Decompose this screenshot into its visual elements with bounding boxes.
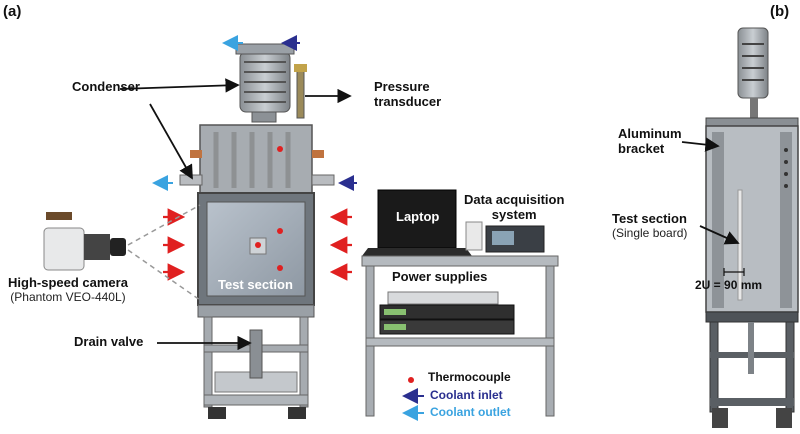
aluminum-line1: Aluminum [618,126,682,141]
daq-line2: system [491,206,537,222]
aluminum-line2: bracket [618,140,665,156]
daq-label: Data acquisition system [464,192,565,223]
camera-label: High-speed camera (Phantom VEO-440L) [8,275,128,305]
dimension-label: 2U = 90 mm [695,278,763,292]
camera-line1: High-speed camera [8,275,128,290]
legend-thermocouple: Thermocouple [428,370,511,384]
daq-line1: Data acquisition [464,192,565,207]
side-view-rig [705,27,799,428]
equipment-table [361,189,559,417]
pressure-line1: Pressure [374,79,430,94]
test-chamber [179,43,335,419]
legend-coolant-outlet: Coolant outlet [430,405,511,419]
condenser-label: Condenser [72,79,140,94]
camera-line2: (Phantom VEO-440L) [10,289,126,304]
pressure-line2: transducer [374,93,442,109]
heater-arrows [163,208,352,281]
test-section-b-label: Test section (Single board) [612,211,688,241]
panel-b-label: (b) [770,3,790,20]
power-supplies-label: Power supplies [392,269,488,284]
test-section-label: Test section [218,277,293,292]
drain-valve-label: Drain valve [74,334,144,349]
test-section-b-line2: (Single board) [612,225,688,240]
aluminum-bracket-label: Aluminum bracket [618,126,682,157]
laptop-label: Laptop [396,209,440,224]
high-speed-camera [43,204,201,301]
pressure-transducer-label: Pressure transducer [374,79,442,110]
test-section-b-line1: Test section [612,211,687,226]
panel-a-label: (a) [3,3,22,20]
thermocouple-dot-icon [408,377,414,383]
legend-coolant-inlet: Coolant inlet [430,388,503,402]
